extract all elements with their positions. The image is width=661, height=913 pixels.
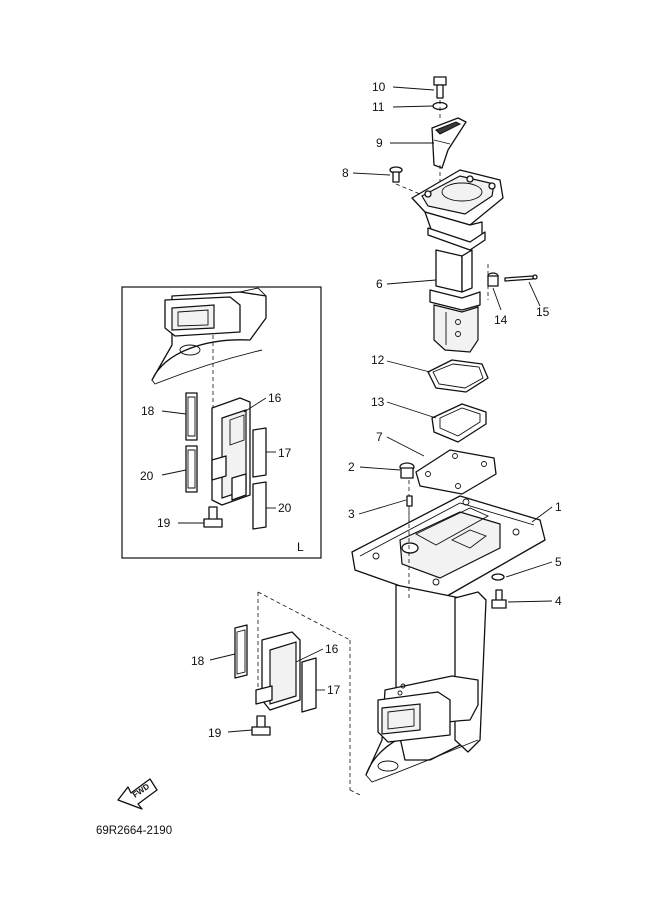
main-callout-19: 19	[208, 726, 222, 740]
part-5-washer	[491, 573, 505, 581]
callout-7: 7	[376, 430, 383, 444]
inset-part-20-left	[185, 445, 198, 493]
part-9-cover	[431, 117, 467, 169]
part-14-grommet	[487, 272, 499, 287]
main-callout-16: 16	[325, 642, 339, 656]
callout-4: 4	[555, 594, 562, 608]
diagram-part-code: 69R2664-2190	[96, 825, 172, 837]
inset-callout-16: 16	[268, 391, 282, 405]
part-15-pin	[504, 274, 538, 282]
callout-2: 2	[348, 460, 355, 474]
part-6-upper-mount	[411, 169, 504, 353]
inset-part-17-pad	[252, 427, 267, 478]
main-callout-18: 18	[191, 654, 205, 668]
fwd-arrow-icon: FWD	[117, 778, 158, 810]
callout-14: 14	[494, 313, 508, 327]
part-10-bolt	[433, 76, 447, 99]
callout-12: 12	[371, 353, 385, 367]
callout-10: 10	[372, 80, 386, 94]
callout-13: 13	[371, 395, 385, 409]
part-3-dowel	[406, 495, 413, 507]
part-7-gasket-plate	[415, 449, 497, 495]
main-part-16-bracket	[255, 631, 301, 711]
main-part-18-plate	[234, 624, 248, 679]
inset-lower-casing	[151, 287, 267, 385]
callout-8: 8	[342, 166, 349, 180]
part-12-gasket	[427, 359, 489, 393]
inset-part-18-plate	[185, 392, 198, 441]
callout-6: 6	[376, 277, 383, 291]
inset-letter: L	[297, 540, 304, 554]
part-8-screw	[389, 166, 403, 183]
callout-15: 15	[536, 305, 550, 319]
part-4-bolt	[491, 589, 507, 609]
inset-callout-18: 18	[141, 404, 155, 418]
callout-5: 5	[555, 555, 562, 569]
callout-3: 3	[348, 507, 355, 521]
inset-detail-l: 18 16 17 20 20 19 L	[121, 286, 322, 559]
inset-callout-20-left: 20	[140, 469, 154, 483]
main-part-17-pad	[301, 657, 317, 713]
inset-callout-19: 19	[157, 516, 171, 530]
part-2-plug	[399, 462, 415, 479]
inset-callout-20-right: 20	[278, 501, 292, 515]
main-callout-17: 17	[327, 683, 341, 697]
callout-11: 11	[372, 100, 385, 114]
callout-9: 9	[376, 136, 383, 150]
inset-part-19-bolt	[203, 506, 223, 528]
callout-1: 1	[555, 500, 562, 514]
inset-frame	[121, 286, 322, 559]
inset-part-16-bracket	[211, 397, 251, 506]
lower-casing	[365, 584, 487, 783]
main-part-19-bolt	[251, 715, 271, 736]
inset-callout-17: 17	[278, 446, 292, 460]
part-13-gasket	[431, 403, 487, 443]
part-1-upper-casing	[351, 495, 546, 601]
inset-part-20-right	[252, 481, 267, 530]
